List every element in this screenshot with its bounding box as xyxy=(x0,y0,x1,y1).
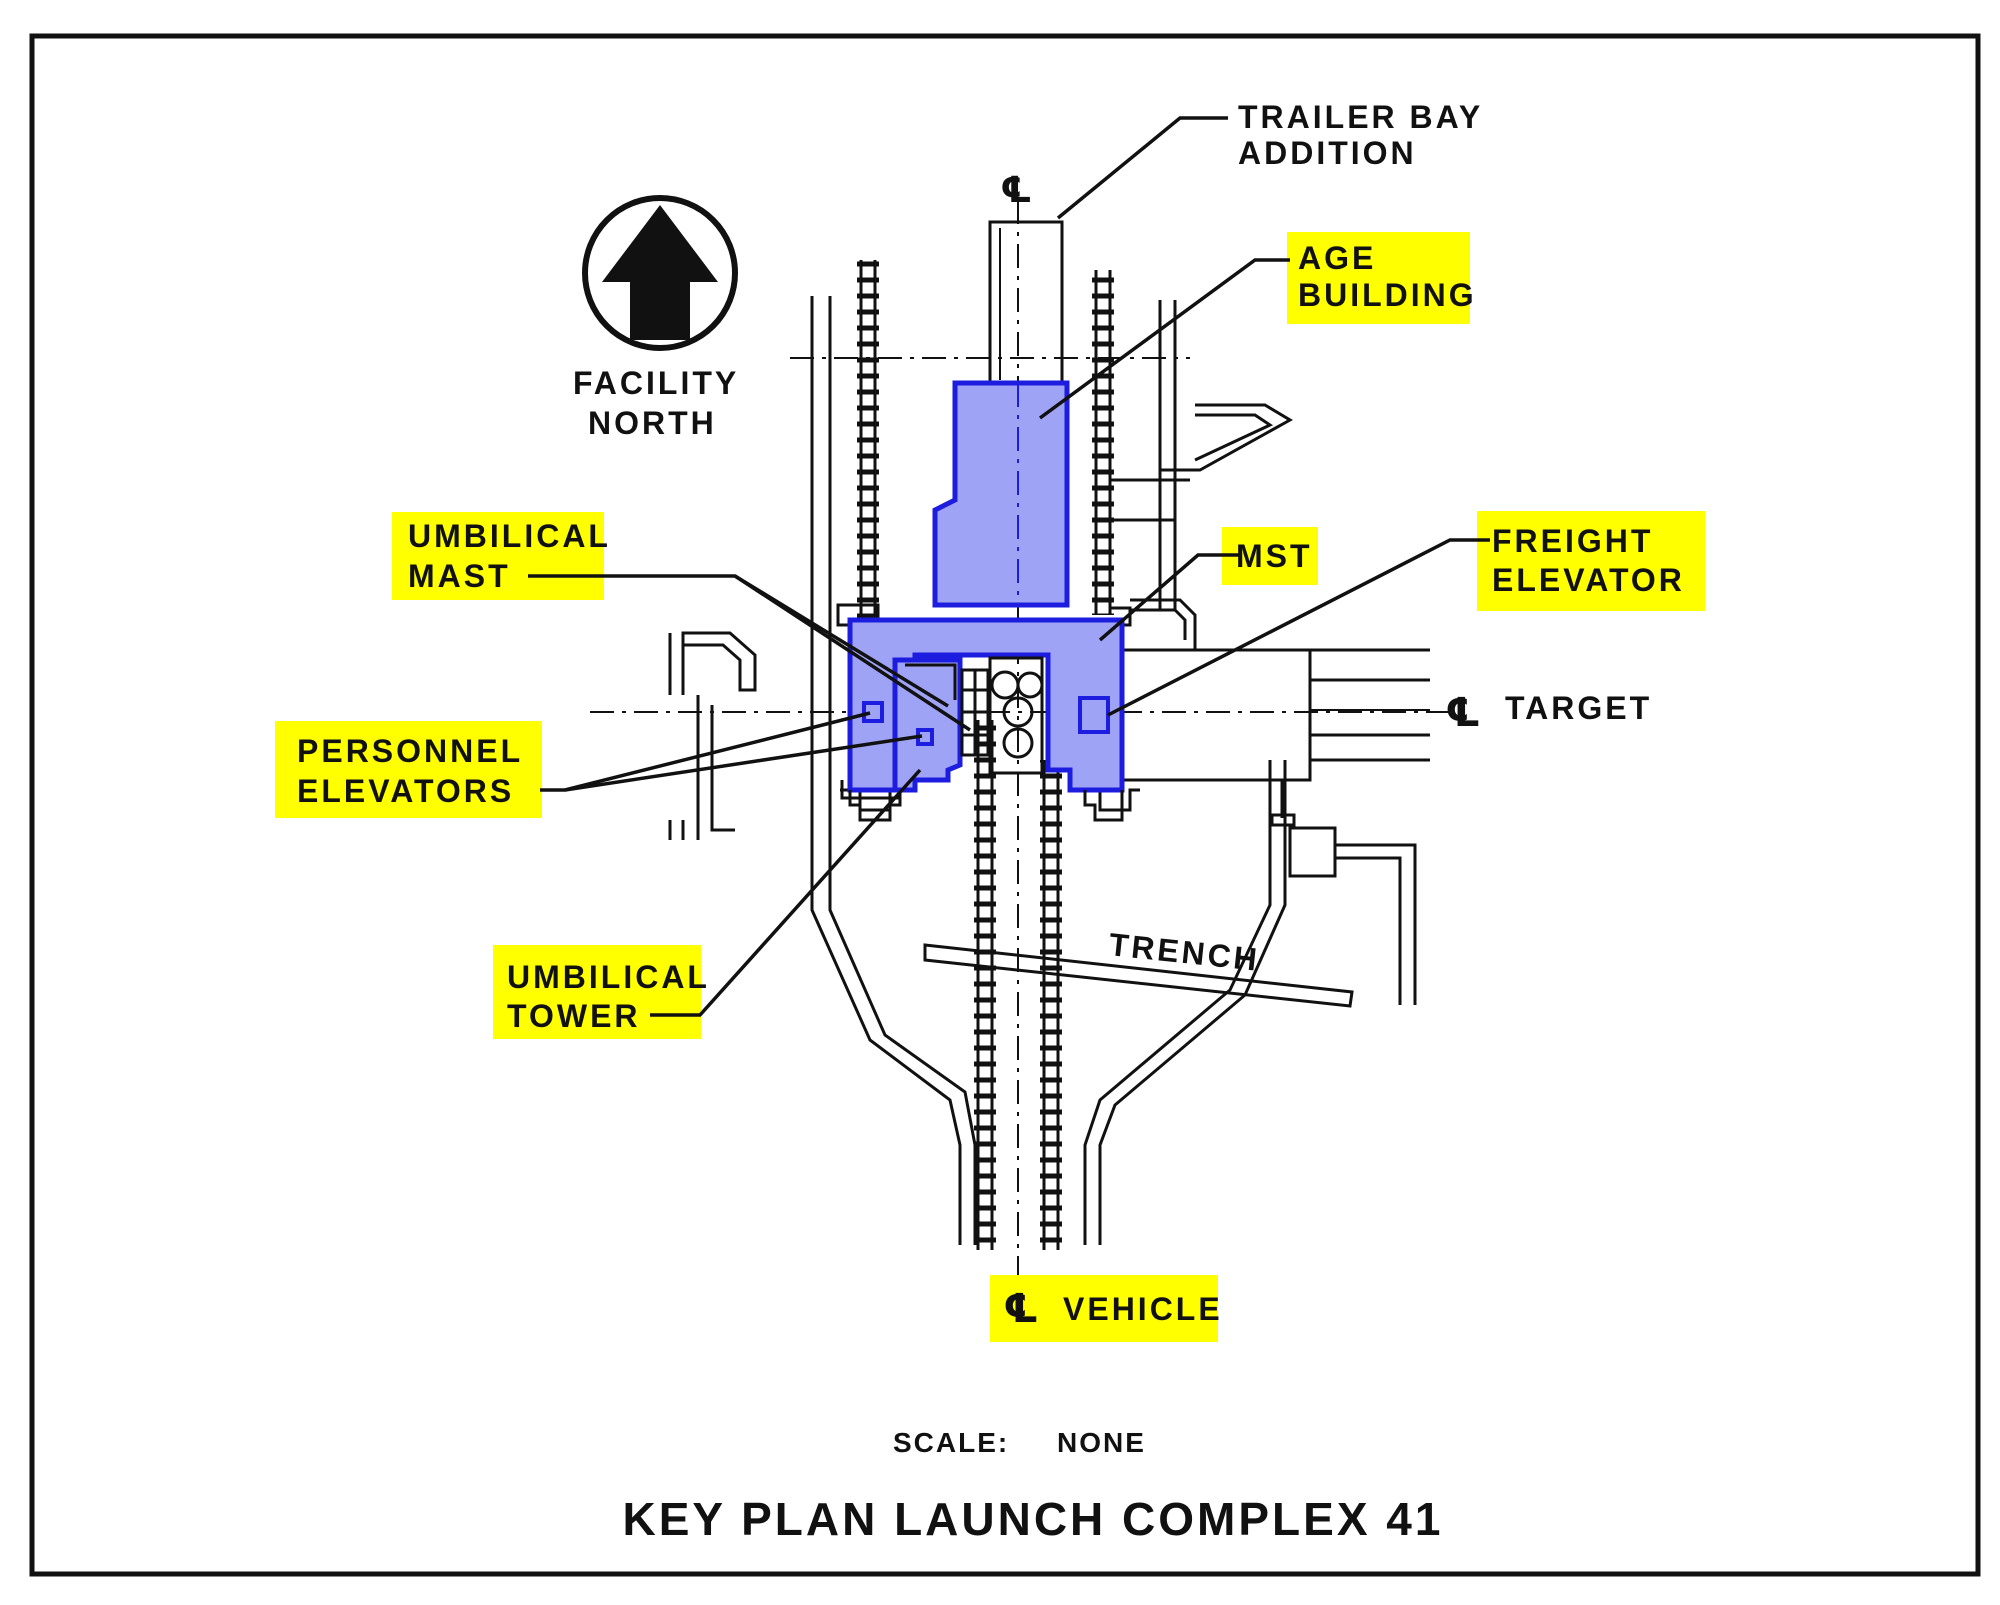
trailer-bay-centerline-symbol: ℄ xyxy=(1000,169,1032,210)
outer-border xyxy=(29,33,1981,1577)
target-label: TARGET xyxy=(1505,690,1652,726)
trailer-bay-label-line1: TRAILER BAY xyxy=(1238,99,1483,135)
umbilical-mast-highlight xyxy=(392,512,604,600)
north-label-line1: FACILITY xyxy=(573,365,739,401)
freight-elevator-label-line2: ELEVATOR xyxy=(1492,562,1685,598)
umbilical-mast-label-line2: MAST xyxy=(408,558,511,594)
trench-label: TRENCH xyxy=(1107,926,1261,978)
trailer-bay-label-line2: ADDITION xyxy=(1238,135,1417,171)
diagram-title: KEY PLAN LAUNCH COMPLEX 41 xyxy=(623,1493,1444,1545)
age-building-label-line1: AGE xyxy=(1298,240,1376,276)
umbilical-tower-label-line2: TOWER xyxy=(507,998,641,1034)
vehicle-centerline-symbol: ℄ xyxy=(1003,1287,1039,1331)
mst-label: MST xyxy=(1236,538,1313,574)
north-arrow-icon xyxy=(582,195,738,351)
launch-vehicle-detail xyxy=(960,656,1044,775)
age-building-highlight xyxy=(1287,232,1470,324)
personnel-elevators-highlight xyxy=(275,721,542,818)
scale-label: SCALE: xyxy=(893,1427,1009,1458)
freight-elevator-highlight xyxy=(1477,511,1705,611)
vehicle-label: VEHICLE xyxy=(1063,1291,1223,1327)
umbilical-tower-label-line1: UMBILICAL xyxy=(507,959,710,995)
leader-lines xyxy=(528,116,1490,1017)
personnel-elevators-label-line1: PERSONNEL xyxy=(297,733,523,769)
target-centerline-symbol: ℄ xyxy=(1445,691,1481,735)
site-linework xyxy=(590,200,1450,1275)
scale-value: NONE xyxy=(1057,1427,1146,1458)
north-label-line2: NORTH xyxy=(588,405,717,441)
umbilical-mast-label-line1: UMBILICAL xyxy=(408,518,611,554)
age-building-shape xyxy=(932,380,1070,608)
rail-tracks xyxy=(857,260,1114,1250)
umbilical-tower-highlight xyxy=(493,945,701,1039)
freight-elevator-label-line1: FREIGHT xyxy=(1492,523,1653,559)
personnel-elevators-label-line2: ELEVATORS xyxy=(297,773,514,809)
age-building-label-line2: BUILDING xyxy=(1298,277,1477,313)
vehicle-highlight xyxy=(990,1275,1218,1342)
